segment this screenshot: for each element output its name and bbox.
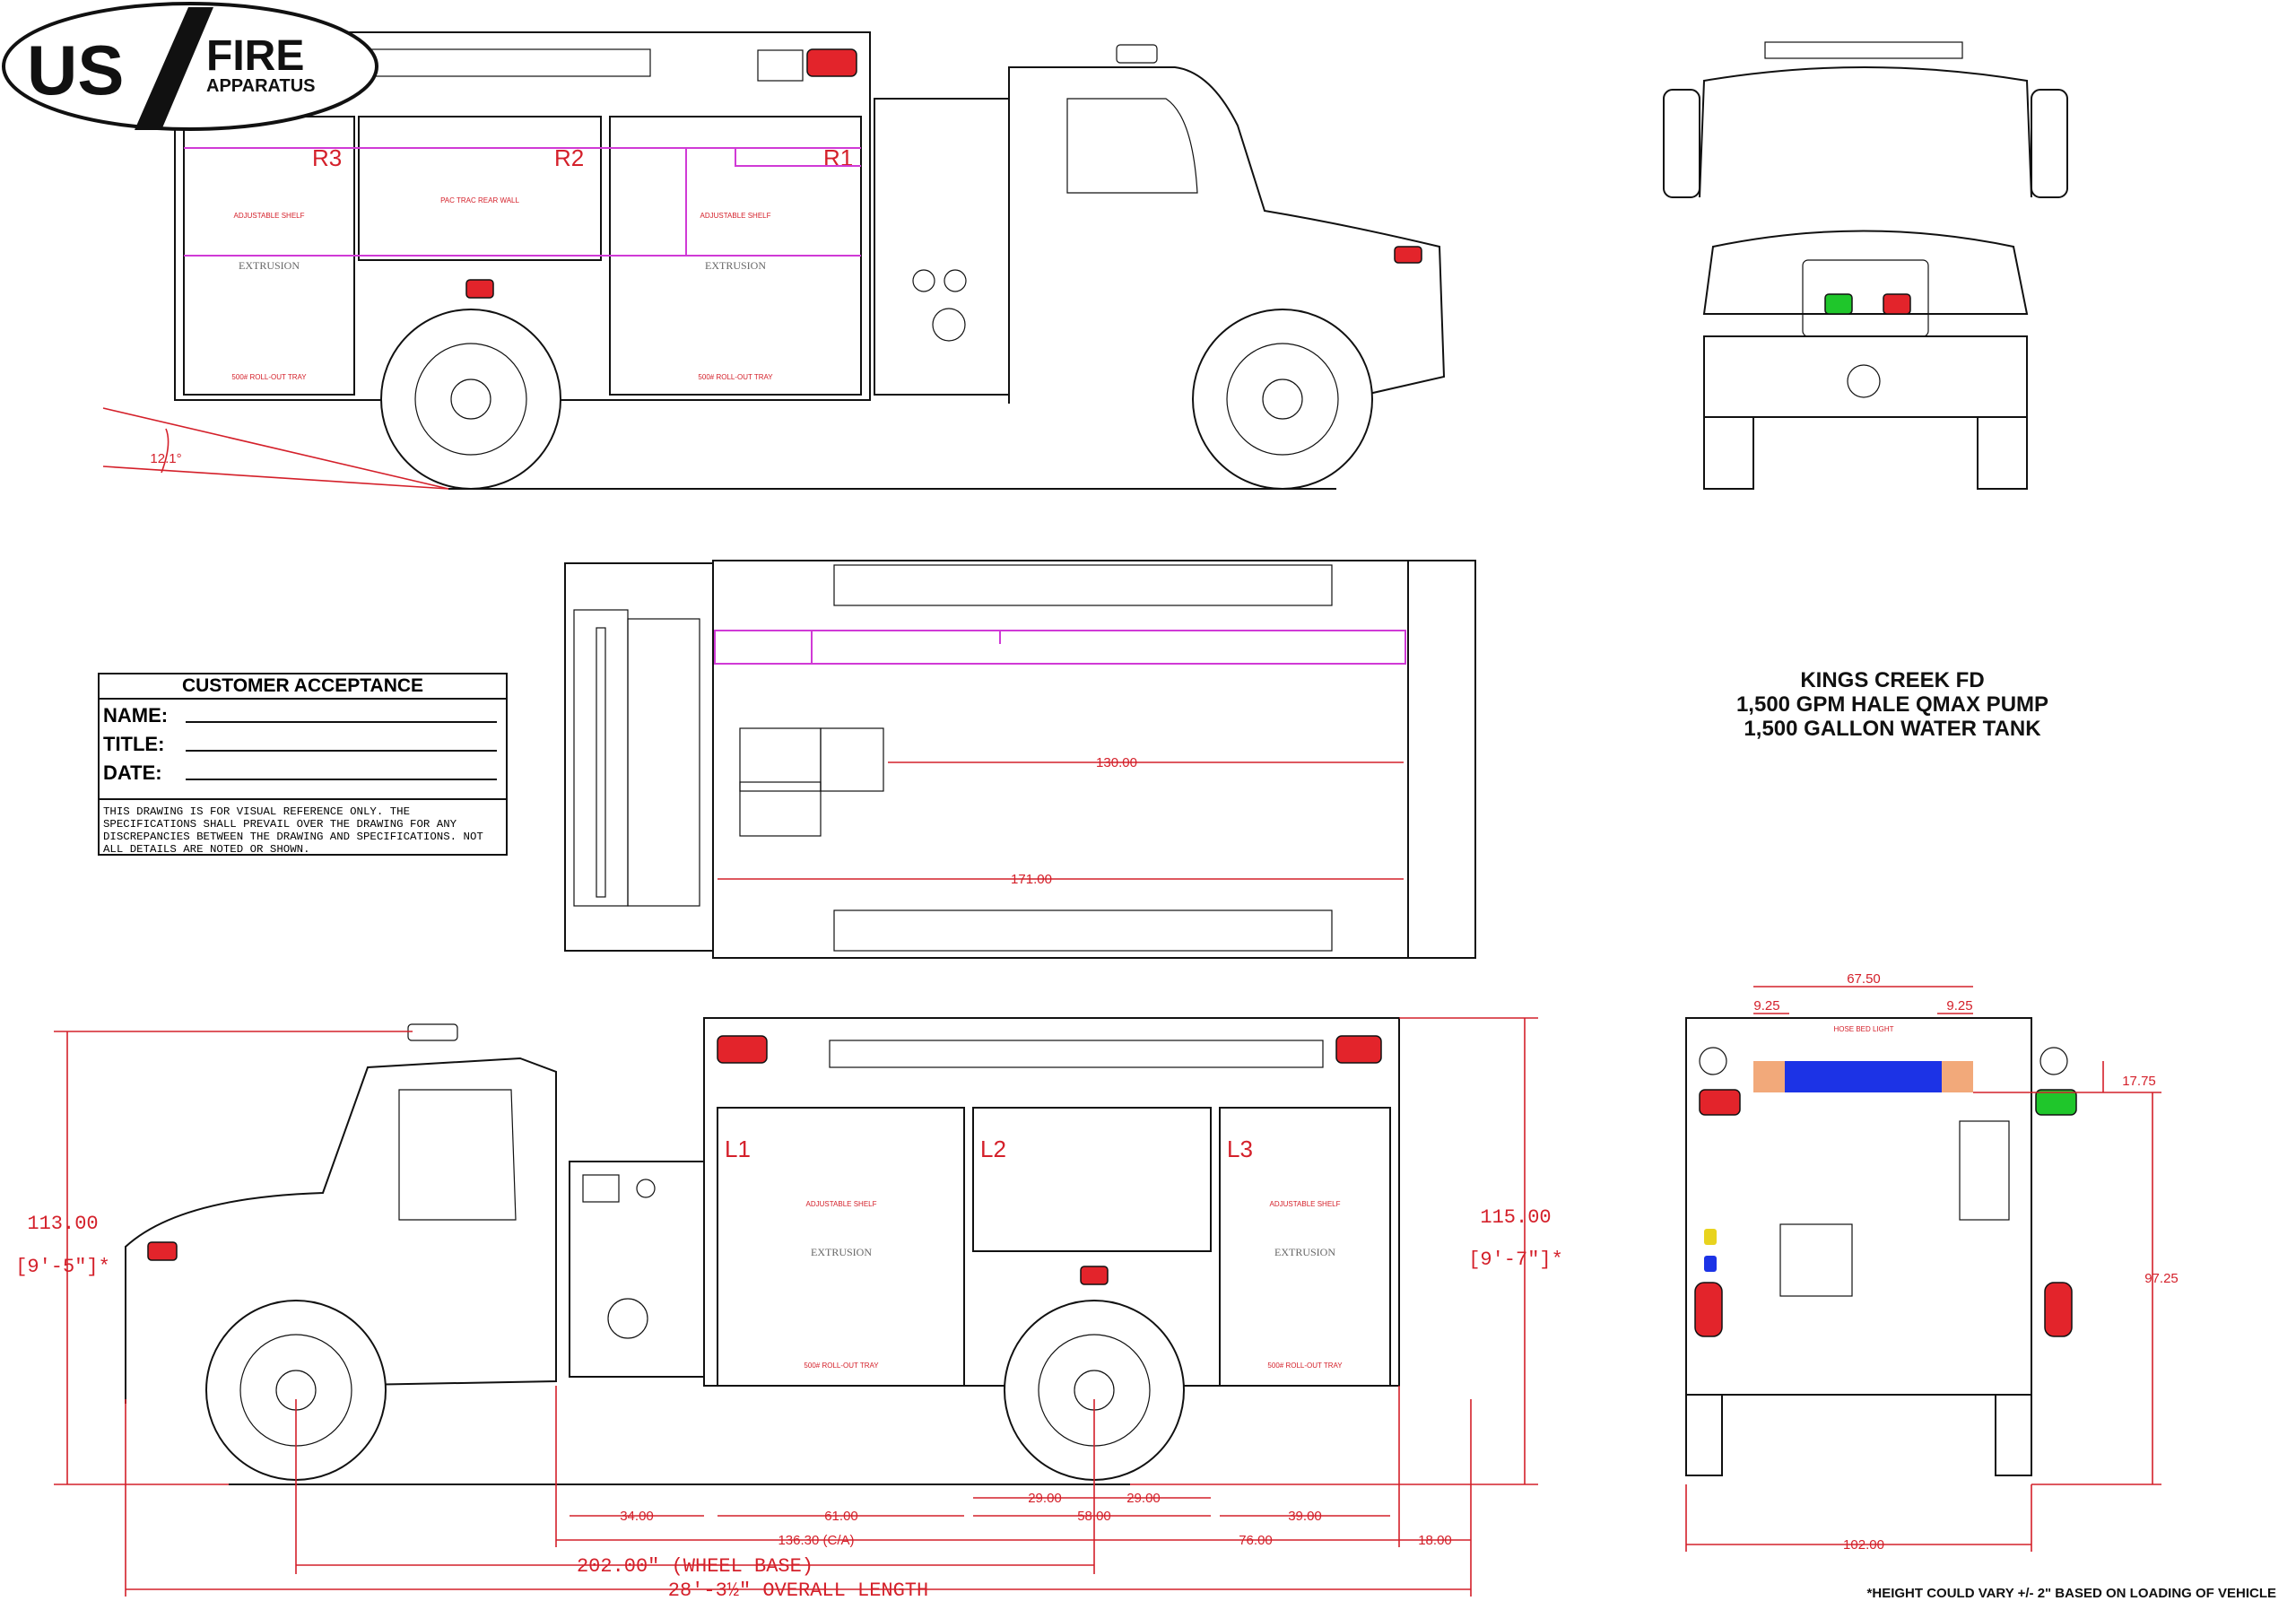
rear-dim-925b: 9.25 [1946,998,1972,1014]
departure-angle-dim: 12.1° [150,451,181,466]
rear-dim-1775: 17.75 [2122,1074,2156,1089]
height-front-dim: 113.00 [27,1213,98,1235]
hose-bed-light-label: HOSE BED LIGHT [1833,1025,1893,1033]
tray-label-l3: 500# ROLL-OUT TRAY [1267,1362,1343,1370]
pactrac-label: PAC TRAC REAR WALL [440,196,519,204]
acceptance-title: CUSTOMER ACCEPTANCE [100,674,506,700]
title-line-3: 1,500 GALLON WATER TANK [1744,717,2041,741]
dim-61: 61.00 [824,1509,858,1524]
dim-ca: 136.30 (C/A) [778,1533,854,1548]
title-row: TITLE: [100,728,506,757]
compartment-label-l2: L2 [980,1135,1006,1162]
height-rear-ft-dim: [9'-7"]* [1468,1249,1563,1271]
customer-acceptance-box: CUSTOMER ACCEPTANCE NAME: TITLE: DATE: T… [98,673,508,856]
extrusion-label-l3: EXTRUSION [1274,1246,1335,1258]
title-line-2: 1,500 GPM HALE QMAX PUMP [1735,692,2049,717]
title-block: KINGS CREEK FD 1,500 GPM HALE QMAX PUMP … [1668,668,2117,741]
rear-dim-67: 67.50 [1847,971,1881,987]
extrusion-label-r1: EXTRUSION [705,259,766,272]
top-dim-130: 130.00 [1096,755,1137,770]
dim-34: 34.00 [620,1509,654,1524]
dim-wheelbase: 202.00" (WHEEL BASE) [577,1555,813,1578]
compartment-label-l3: L3 [1227,1135,1253,1162]
rear-dim-102: 102.00 [1843,1537,1884,1553]
top-view: 130.00 171.00 [564,560,1476,959]
acceptance-note: This drawing is for visual reference onl… [100,798,506,856]
extrusion-label-r3: EXTRUSION [239,259,300,272]
compartment-label-l1: L1 [725,1135,751,1162]
title-blank[interactable] [186,750,497,752]
rear-dim-9725: 97.25 [2144,1271,2179,1286]
logo-apparatus-text: APPARATUS [206,76,315,96]
shelf-label-r3: ADJUSTABLE SHELF [234,212,305,220]
shelf-label-l1: ADJUSTABLE SHELF [806,1200,877,1208]
dim-76: 76.00 [1239,1533,1273,1548]
title-label: TITLE: [103,733,165,755]
date-blank[interactable] [186,779,497,780]
date-label: DATE: [103,761,162,784]
dim-overall-length: 28'-3½" OVERALL LENGTH [668,1579,928,1597]
height-rear-dim: 115.00 [1480,1206,1551,1229]
name-blank[interactable] [186,721,497,723]
shelf-label-r1: ADJUSTABLE SHELF [700,212,771,220]
date-row: DATE: [100,757,506,786]
name-row: NAME: [100,700,506,728]
logo-fire-text: FIRE [206,32,304,80]
shelf-label-l3: ADJUSTABLE SHELF [1270,1200,1341,1208]
tray-label-r3: 500# ROLL-OUT TRAY [231,373,307,381]
extrusion-label-l1: EXTRUSION [811,1246,872,1258]
rear-dim-925a: 9.25 [1753,998,1779,1014]
front-view [1663,41,2068,490]
us-fire-apparatus-logo: US FIRE APPARATUS [2,2,378,131]
top-dim-171: 171.00 [1011,872,1052,887]
dim-29b: 29.00 [1126,1491,1161,1506]
name-label: NAME: [103,704,169,727]
dim-39: 39.00 [1288,1509,1322,1524]
tray-label-l1: 500# ROLL-OUT TRAY [804,1362,879,1370]
dim-18: 18.00 [1418,1533,1452,1548]
title-line-1: KINGS CREEK FD [1800,668,1985,692]
logo-us-text: US [27,30,124,109]
left-side-view: L1 L2 L3 ADJUSTABLE SHELF ADJUSTABLE SHE… [15,1017,1563,1597]
height-front-ft-dim: [9'-5"]* [15,1256,110,1278]
height-footnote: *HEIGHT COULD VARY +/- 2" BASED ON LOADI… [1866,1586,2276,1601]
dim-29a: 29.00 [1028,1491,1062,1506]
rear-view: HOSE BED LIGHT 67.50 9.25 9.25 17.75 97.… [1685,971,2179,1553]
tray-label-r1: 500# ROLL-OUT TRAY [698,373,773,381]
